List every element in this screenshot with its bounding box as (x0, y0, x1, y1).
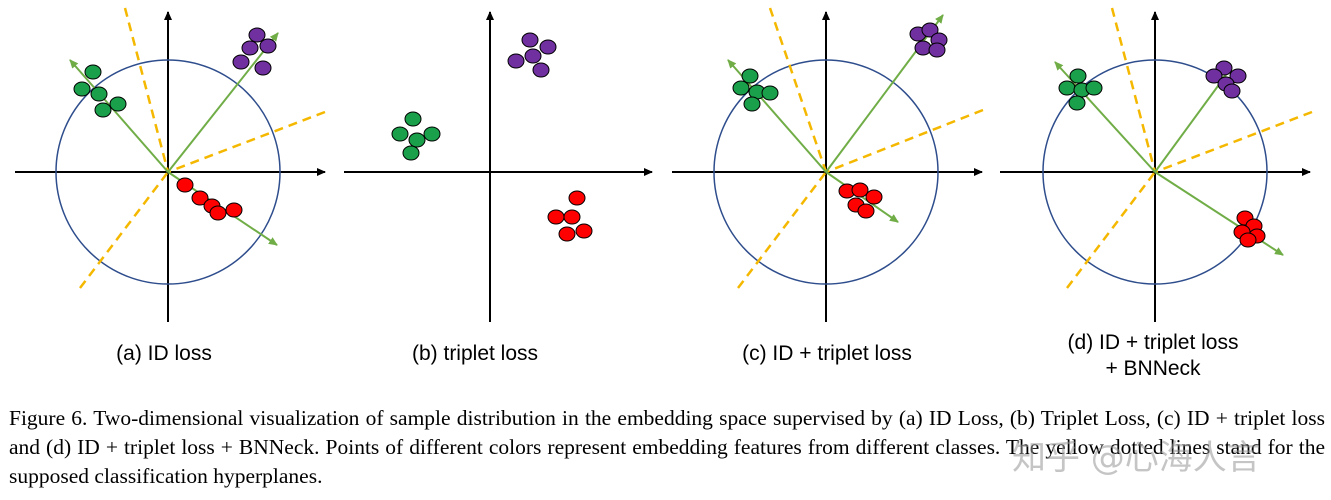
panel-a-purple-cluster (232, 27, 277, 76)
panel-c-plot (672, 7, 984, 322)
embedding-point (1069, 68, 1087, 84)
panel-d-class-vector (1154, 74, 1227, 173)
embedding-point (741, 68, 759, 84)
embedding-point (191, 190, 209, 206)
embedding-point (1239, 232, 1257, 248)
panel-b-purple-cluster (507, 32, 557, 78)
panel-c-purple-cluster (909, 22, 948, 58)
panel-d-purple-cluster (1205, 60, 1247, 99)
panel-a-hyperplane (167, 110, 326, 174)
embedding-point (743, 96, 761, 112)
embedding-point (1205, 68, 1223, 84)
panel-a-class-vector (167, 32, 279, 173)
embedding-point (532, 62, 550, 78)
panel-a-green-cluster (73, 64, 127, 118)
panel-d-class-vector (1154, 171, 1284, 256)
embedding-point (176, 177, 194, 193)
embedding-point (90, 86, 108, 102)
embedding-point (928, 42, 946, 58)
panel-d-caption-line1: (d) ID + triplet loss (1067, 331, 1239, 354)
panel-a-caption: (a) ID loss (116, 342, 212, 365)
embedding-point (402, 145, 420, 161)
panel-b-green-cluster (391, 111, 441, 161)
embedding-point (1058, 80, 1076, 96)
panel-c-hyperplane (737, 171, 827, 289)
embedding-point (547, 209, 565, 225)
embedding-point (507, 53, 525, 69)
embedding-point (761, 85, 779, 101)
embedding-point (84, 64, 102, 80)
panel-c-green-cluster (732, 68, 779, 112)
figure-illustration (15, 7, 1313, 322)
panel-d-hyperplane (1066, 171, 1156, 289)
panel-b-red-cluster (547, 190, 593, 242)
embedding-point (521, 32, 539, 48)
embedding-point (232, 54, 250, 70)
panel-d-unit-circle (1042, 59, 1268, 285)
embedding-point (241, 40, 259, 56)
panel-d-caption-line2: + BNNeck (1105, 357, 1201, 380)
embedding-point (558, 226, 576, 242)
panel-a-red-cluster (176, 177, 243, 221)
panel-a-hyperplane (123, 7, 170, 173)
embedding-point (865, 189, 883, 205)
embedding-point (1068, 95, 1086, 111)
panel-d-hyperplane (1154, 110, 1313, 174)
panel-b-caption: (b) triplet loss (411, 342, 539, 365)
embedding-point (404, 111, 422, 127)
embedding-point (914, 40, 932, 56)
panel-c-hyperplane (825, 108, 984, 174)
embedding-point (109, 96, 127, 112)
embedding-point (563, 209, 581, 225)
panel-d-red-cluster (1233, 210, 1266, 248)
panel-d-caption: (d) ID + triplet loss + BNNeck (1068, 330, 1239, 382)
figure-caption: Figure 6. Two-dimensional visualization … (9, 406, 1325, 488)
embedding-point (1085, 80, 1103, 96)
panel-d-plot (1000, 7, 1313, 322)
panel-c-red-cluster (838, 182, 883, 219)
embedding-point (391, 126, 409, 142)
embedding-point (209, 205, 227, 221)
panel-a-unit-circle (55, 59, 281, 285)
embedding-point (254, 60, 272, 76)
panel-c-hyperplane (768, 7, 828, 173)
embedding-point (423, 126, 441, 142)
embedding-point (259, 38, 277, 54)
embedding-point (851, 182, 869, 198)
panel-d-hyperplane (1110, 7, 1157, 173)
panel-a-class-vector (69, 59, 169, 173)
panel-a-plot (15, 7, 326, 322)
embedding-point (539, 39, 557, 55)
embedding-point (921, 22, 939, 38)
embedding-point (225, 202, 243, 218)
panel-d-green-cluster (1058, 68, 1103, 111)
panel-c-caption: (c) ID + triplet loss (742, 342, 912, 365)
watermark-logo: 知乎 @心海人言 (1012, 438, 1261, 478)
embedding-point (732, 80, 750, 96)
embedding-point (248, 27, 266, 43)
panel-c-unit-circle (713, 59, 939, 285)
embedding-point (857, 203, 875, 219)
embedding-point (94, 102, 112, 118)
embedding-point (568, 190, 586, 206)
embedding-point (1223, 83, 1241, 99)
embedding-point (524, 48, 542, 64)
panel-b-plot (344, 11, 653, 322)
embedding-point (1229, 68, 1247, 84)
embedding-point (73, 81, 91, 97)
panel-a-hyperplane (79, 171, 169, 289)
embedding-point (575, 223, 593, 239)
embedding-point (408, 132, 426, 148)
